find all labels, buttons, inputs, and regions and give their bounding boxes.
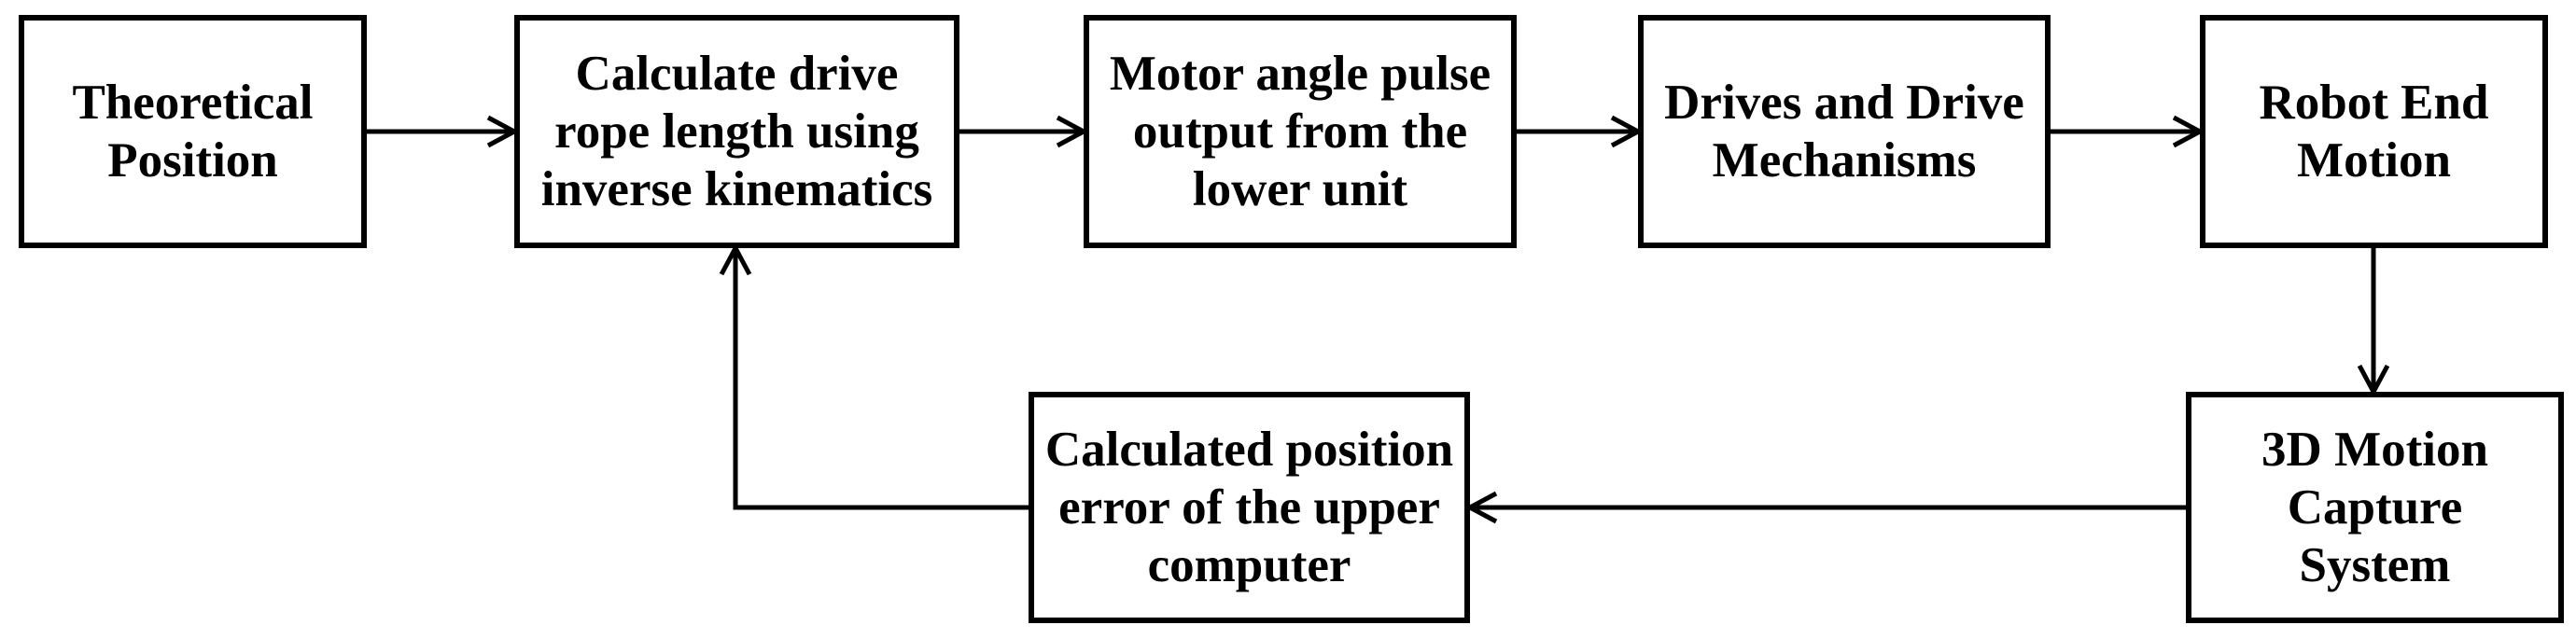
box-theoretical-position: Theoretical Position bbox=[19, 15, 367, 248]
box-motor-angle-pulse: Motor angle pulse output from the lower … bbox=[1084, 15, 1517, 248]
box-position-error: Calculated position error of the upper c… bbox=[1029, 392, 1470, 623]
box-calculate-rope-length: Calculate drive rope length using invers… bbox=[514, 15, 959, 248]
box-calculate-rope-length-label: Calculate drive rope length using invers… bbox=[540, 47, 933, 216]
box-robot-end-motion-label: Robot End Motion bbox=[2259, 76, 2489, 188]
box-motor-angle-pulse-label: Motor angle pulse output from the lower … bbox=[1109, 47, 1491, 216]
box-position-error-label: Calculated position error of the upper c… bbox=[1044, 423, 1454, 592]
box-drives-and-mechanisms-label: Drives and Drive Mechanisms bbox=[1664, 76, 2024, 188]
box-theoretical-position-label: Theoretical Position bbox=[72, 76, 314, 188]
box-drives-and-mechanisms: Drives and Drive Mechanisms bbox=[1638, 15, 2051, 248]
box-motion-capture-system: 3D Motion Capture System bbox=[2186, 392, 2564, 623]
box-robot-end-motion: Robot End Motion bbox=[2200, 15, 2548, 248]
arrow-error-to-calculate bbox=[719, 243, 1029, 510]
box-motion-capture-system-label: 3D Motion Capture System bbox=[2261, 423, 2488, 592]
